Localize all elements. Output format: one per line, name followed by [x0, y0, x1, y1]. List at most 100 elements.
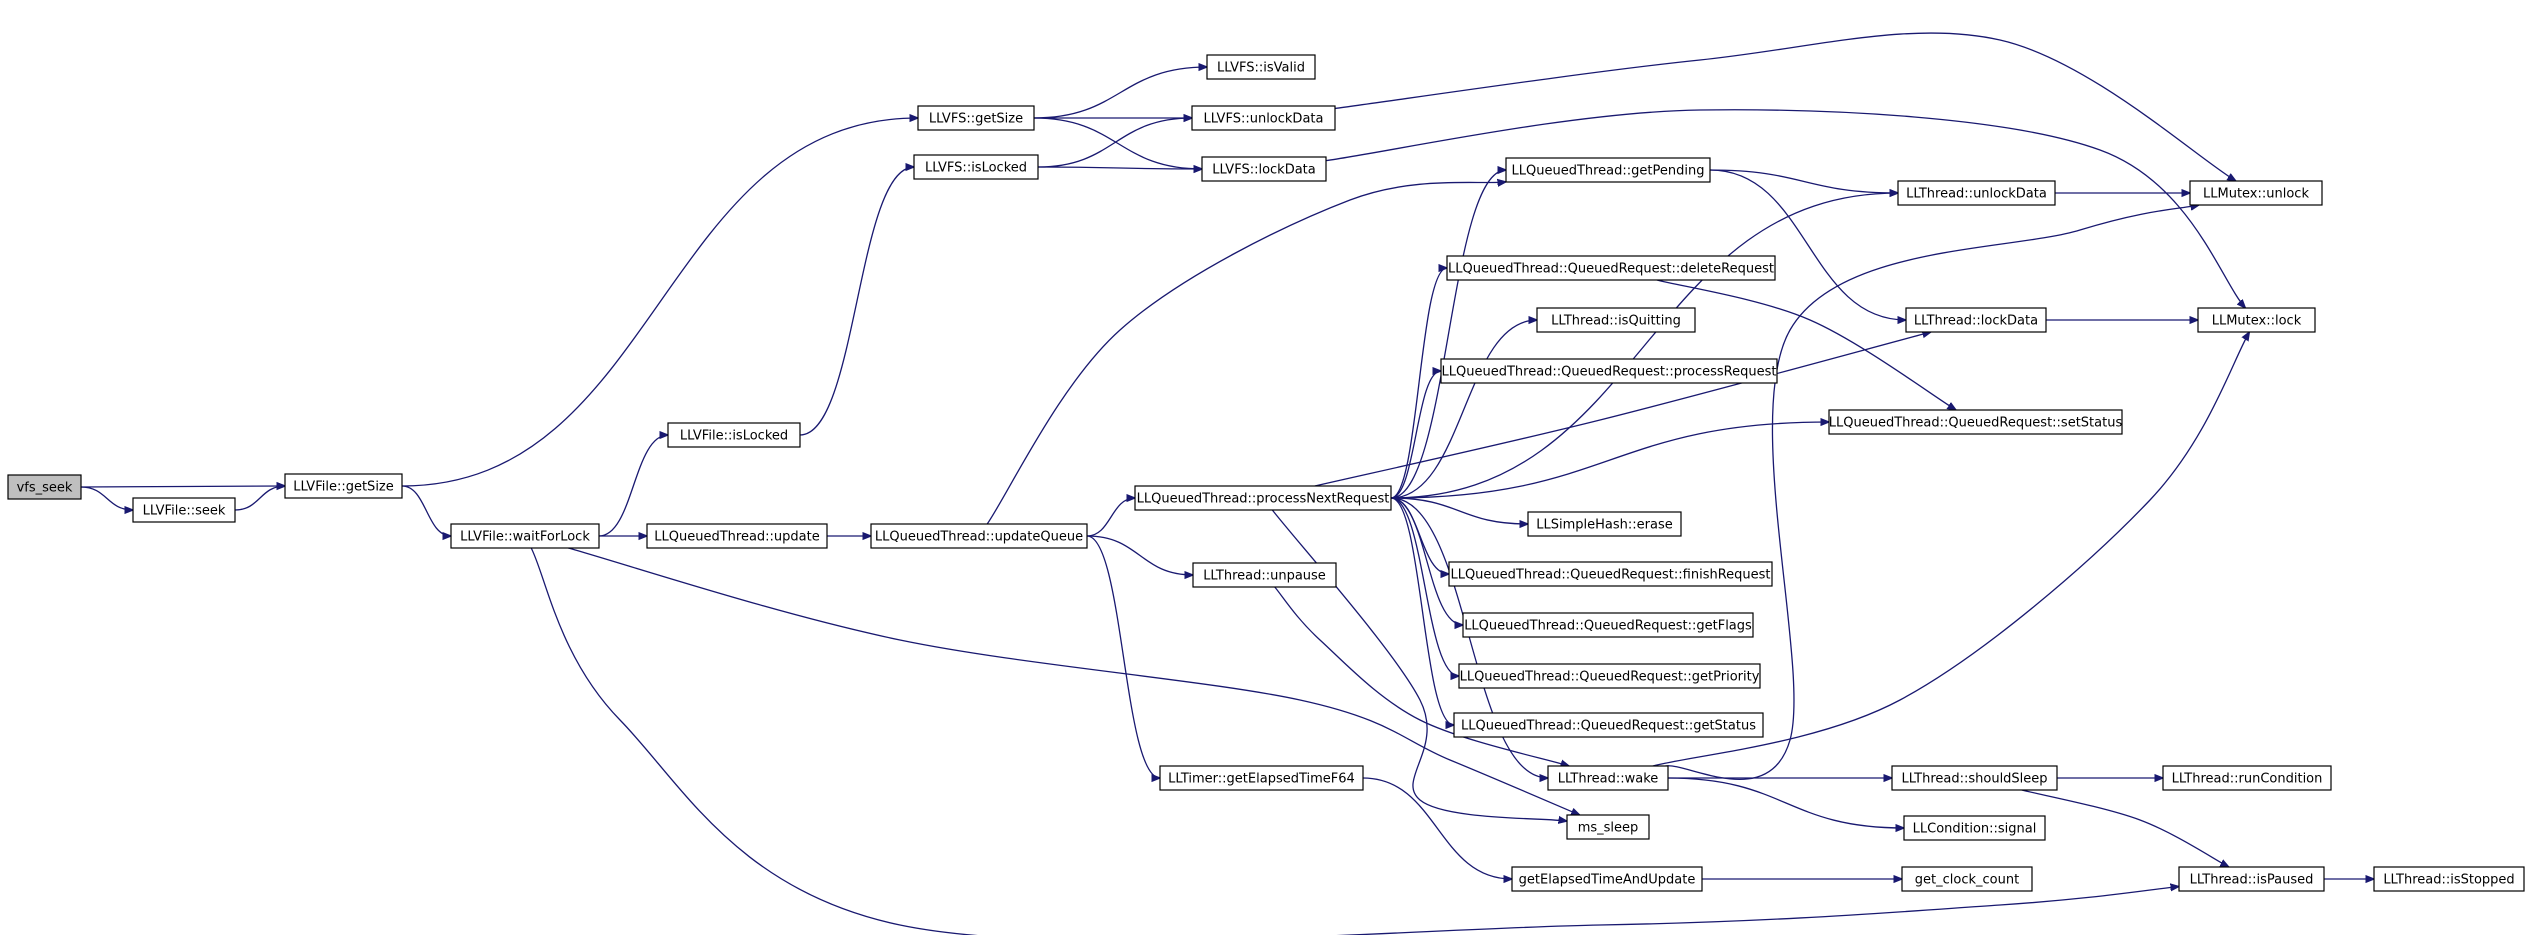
node-llvfs_unlockdata[interactable]: LLVFS::unlockData — [1191, 105, 1336, 131]
node-box — [1903, 815, 2046, 841]
edge-llqt_updatequeue-to-llqt_getpending — [986, 182, 1506, 525]
node-label: LLQueuedThread::processNextRequest — [1137, 492, 1390, 507]
edge-llvfile_waitforlock-to-llvfile_islocked — [598, 435, 668, 537]
node-llcondition_signal[interactable]: LLCondition::signal — [1903, 815, 2046, 841]
node-label: get_clock_count — [1915, 873, 2019, 888]
nodes-layer: vfs_seekLLVFile::seekLLVFile::getSizeLLV… — [7, 54, 2525, 892]
node-label: LLThread::unlockData — [1906, 187, 2047, 202]
node-box — [870, 523, 1088, 549]
node-llthread_wake[interactable]: LLThread::wake — [1547, 765, 1669, 791]
node-label: LLQueuedThread::QueuedRequest::deleteReq… — [1448, 262, 1774, 277]
node-box — [2189, 180, 2323, 206]
node-label: LLQueuedThread::update — [654, 530, 819, 545]
edges-layer — [80, 32, 2374, 935]
node-label: LLQueuedThread::getPending — [1512, 164, 1705, 179]
node-llmutex_lock[interactable]: LLMutex::lock — [2197, 307, 2316, 333]
node-box — [132, 497, 236, 523]
edge-llqt_updatequeue-to-lltimer_getelapsed — [1086, 535, 1160, 778]
node-llvfile_seek[interactable]: LLVFile::seek — [132, 497, 236, 523]
node-llqt_update[interactable]: LLQueuedThread::update — [646, 523, 828, 549]
node-label: LLCondition::signal — [1913, 822, 2037, 837]
node-llthread_isquitting[interactable]: LLThread::isQuitting — [1536, 307, 1696, 333]
node-box — [1192, 562, 1337, 588]
node-llqt_getpending[interactable]: LLQueuedThread::getPending — [1505, 157, 1711, 183]
node-getelapsedtimeandupdate[interactable]: getElapsedTimeAndUpdate — [1511, 866, 1703, 892]
node-llvfile_getsize[interactable]: LLVFile::getSize — [284, 473, 403, 499]
node-llthread_ispaused[interactable]: LLThread::isPaused — [2178, 866, 2325, 892]
node-box — [913, 154, 1039, 180]
node-llqr_getflags[interactable]: LLQueuedThread::QueuedRequest::getFlags — [1462, 612, 1754, 638]
node-box — [2373, 866, 2525, 892]
node-label: LLQueuedThread::QueuedRequest::getStatus — [1461, 719, 1756, 734]
edge-llvfile_getsize-to-llvfile_waitforlock — [401, 485, 451, 536]
node-llqr_finishrequest[interactable]: LLQueuedThread::QueuedRequest::finishReq… — [1448, 561, 1773, 587]
node-llvfs_lockdata[interactable]: LLVFS::lockData — [1201, 156, 1327, 182]
node-llthread_unpause[interactable]: LLThread::unpause — [1192, 562, 1337, 588]
edge-llvfs_islocked-to-llvfs_unlockdata — [1037, 118, 1192, 168]
node-get_clock_count[interactable]: get_clock_count — [1901, 866, 2033, 892]
node-llvfile_waitforlock[interactable]: LLVFile::waitForLock — [450, 523, 600, 549]
node-llthread_unlockdata[interactable]: LLThread::unlockData — [1897, 180, 2056, 206]
node-llqr_deleterequest[interactable]: LLQueuedThread::QueuedRequest::deleteReq… — [1446, 255, 1776, 281]
edge-llvfs_getsize-to-llvfs_lockdata — [1033, 117, 1202, 169]
node-llqr_getstatus[interactable]: LLQueuedThread::QueuedRequest::getStatus — [1453, 712, 1764, 738]
edge-llqt_processnextrequest-to-llthread_isquitting — [1390, 320, 1537, 499]
node-label: LLThread::isPaused — [2190, 873, 2314, 888]
edge-llqt_processnextrequest-to-llqr_getstatus — [1390, 497, 1454, 725]
edge-llthread_wake-to-llmutex_unlock — [1665, 205, 2198, 781]
edge-llqt_processnextrequest-to-llthread_wake — [1390, 497, 1548, 778]
node-llsimplehash_erase[interactable]: LLSimpleHash::erase — [1527, 511, 1682, 537]
node-llvfs_getsize[interactable]: LLVFS::getSize — [917, 105, 1035, 131]
edge-llvfs_unlockdata-to-llmutex_unlock — [1334, 32, 2236, 181]
node-label: LLVFile::seek — [143, 504, 226, 519]
node-llqt_processnextrequest[interactable]: LLQueuedThread::processNextRequest — [1134, 485, 1392, 511]
edge-llqt_updatequeue-to-llthread_unpause — [1086, 535, 1193, 575]
edge-llqt_getpending-to-llthread_lockdata — [1709, 169, 1906, 320]
node-vfs_seek[interactable]: vfs_seek — [7, 474, 82, 500]
node-label: LLQueuedThread::QueuedRequest::finishReq… — [1450, 568, 1770, 583]
node-box — [1446, 255, 1776, 281]
node-label: LLThread::isQuitting — [1551, 314, 1681, 329]
node-lltimer_getelapsed[interactable]: LLTimer::getElapsedTimeF64 — [1159, 765, 1364, 791]
edge-llvfile_islocked-to-llvfs_islocked — [799, 167, 914, 436]
node-label: LLTimer::getElapsedTimeF64 — [1168, 772, 1355, 787]
node-llqr_processrequest[interactable]: LLQueuedThread::QueuedRequest::processRe… — [1440, 358, 1778, 384]
edge-llqt_processnextrequest-to-llqr_setstatus — [1390, 422, 1829, 499]
node-box — [1891, 765, 2058, 791]
edge-llvfs_getsize-to-llvfs_isvalid — [1033, 67, 1207, 119]
edge-llthread_shouldsleep-to-llthread_ispaused — [2021, 789, 2229, 867]
node-box — [1462, 612, 1754, 638]
node-box — [284, 473, 403, 499]
node-label: LLMutex::lock — [2212, 314, 2302, 329]
node-box — [646, 523, 828, 549]
node-llmutex_unlock[interactable]: LLMutex::unlock — [2189, 180, 2323, 206]
node-box — [1901, 866, 2033, 892]
node-llvfs_isvalid[interactable]: LLVFS::isValid — [1206, 54, 1316, 80]
node-llqr_getpriority[interactable]: LLQueuedThread::QueuedRequest::getPriori… — [1458, 663, 1761, 689]
node-box — [2197, 307, 2316, 333]
node-box — [1511, 866, 1703, 892]
node-llqt_updatequeue[interactable]: LLQueuedThread::updateQueue — [870, 523, 1088, 549]
node-label: LLVFile::isLocked — [680, 429, 788, 444]
edge-llthread_wake-to-llmutex_lock — [1652, 332, 2249, 767]
node-llthread_shouldsleep[interactable]: LLThread::shouldSleep — [1891, 765, 2058, 791]
node-label: LLVFS::getSize — [929, 112, 1023, 127]
node-label: LLVFile::waitForLock — [460, 530, 590, 545]
node-box — [1191, 105, 1336, 131]
node-llthread_runcondition[interactable]: LLThread::runCondition — [2162, 765, 2332, 791]
node-llvfile_islocked[interactable]: LLVFile::isLocked — [667, 422, 801, 448]
node-llqr_setstatus[interactable]: LLQueuedThread::QueuedRequest::setStatus — [1828, 409, 2123, 435]
edge-llqt_processnextrequest-to-llthread_unlockdata — [1390, 193, 1898, 499]
node-label: LLThread::lockData — [1914, 314, 2038, 329]
node-llthread_isstopped[interactable]: LLThread::isStopped — [2373, 866, 2525, 892]
node-llthread_lockdata[interactable]: LLThread::lockData — [1905, 307, 2047, 333]
node-ms_sleep[interactable]: ms_sleep — [1566, 814, 1650, 840]
node-box — [1905, 307, 2047, 333]
node-box — [1547, 765, 1669, 791]
node-label: LLThread::unpause — [1203, 569, 1326, 584]
node-box — [1201, 156, 1327, 182]
node-llvfs_islocked[interactable]: LLVFS::isLocked — [913, 154, 1039, 180]
node-label: LLQueuedThread::updateQueue — [875, 530, 1083, 545]
edge-llvfile_seek-to-llvfile_getsize — [234, 486, 285, 511]
